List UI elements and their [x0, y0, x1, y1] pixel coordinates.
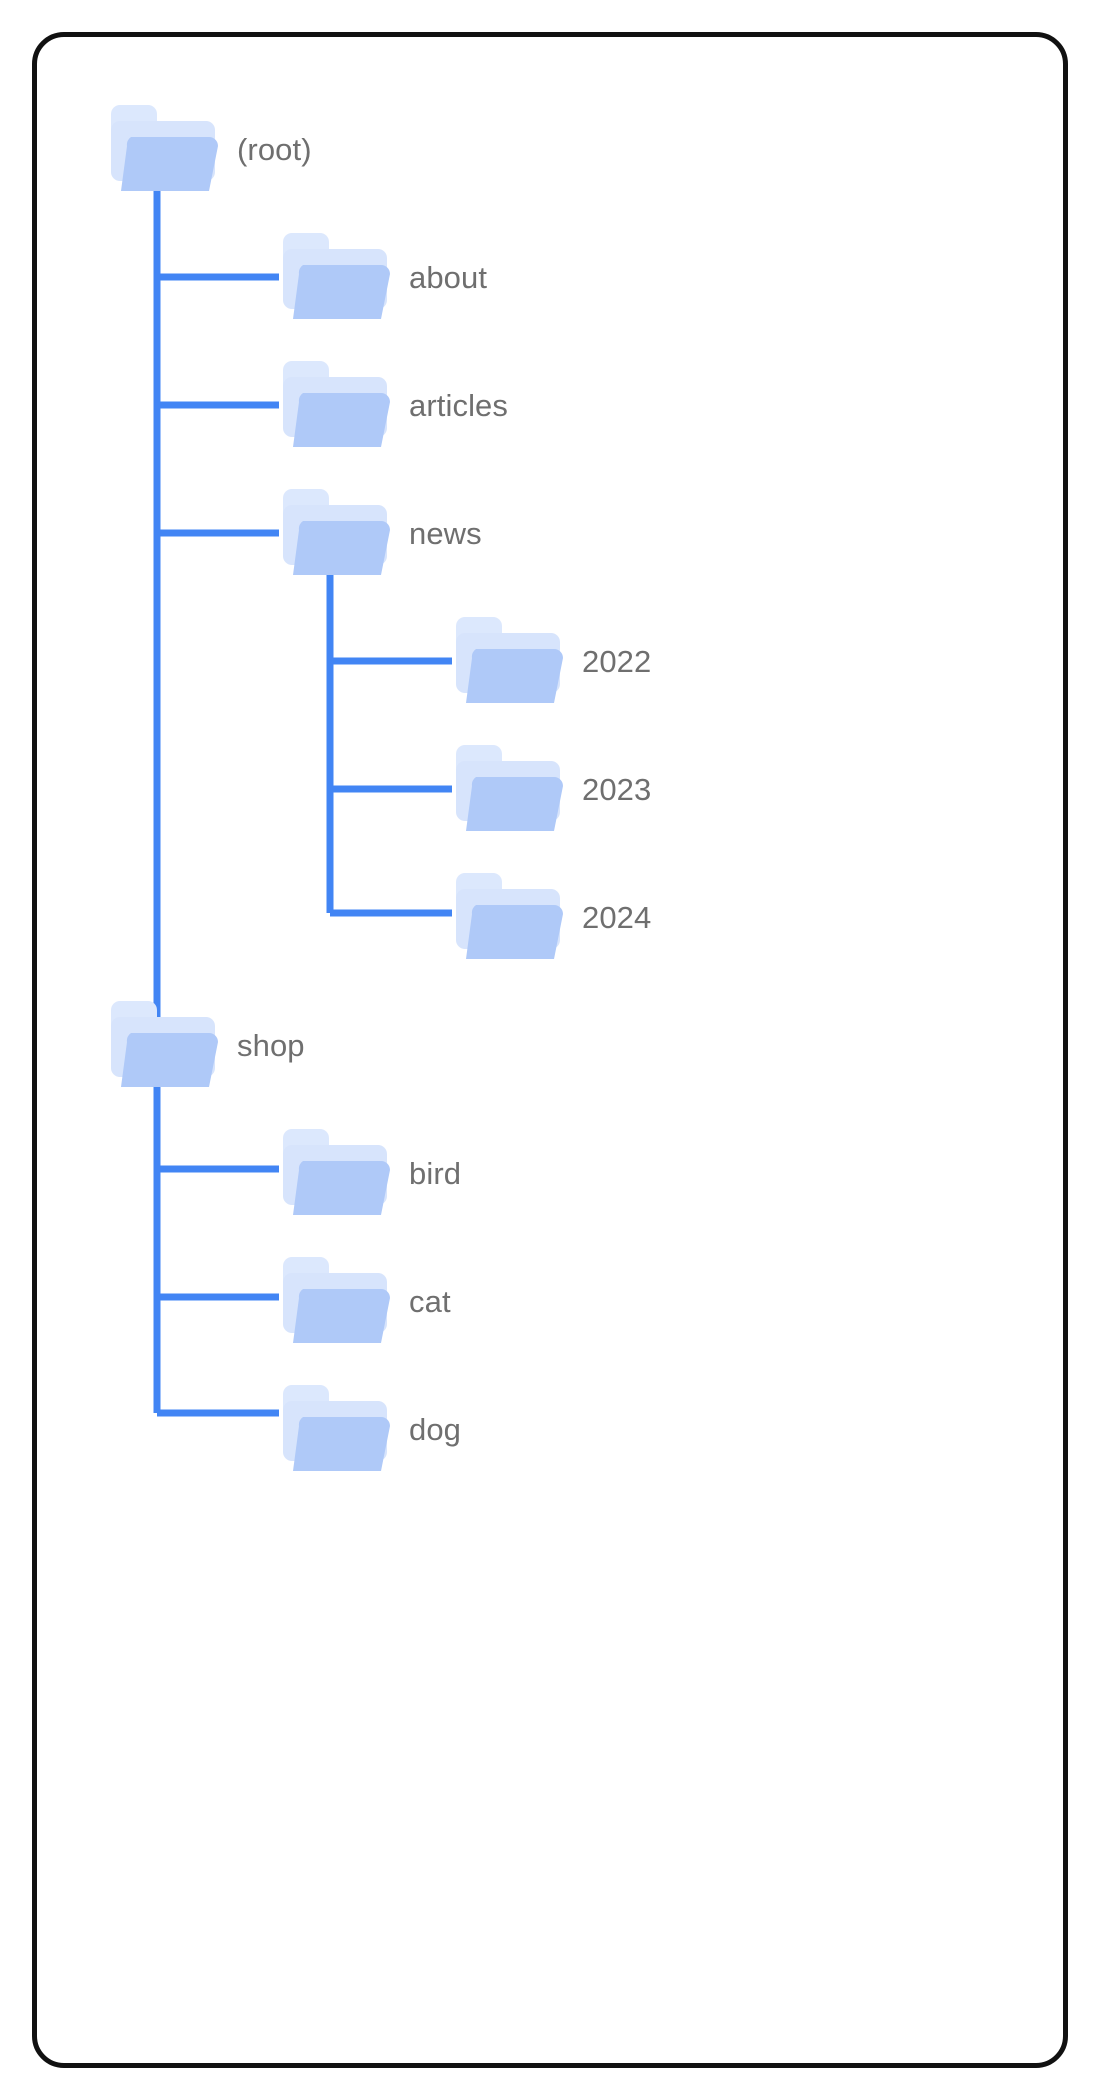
tree-node-shop[interactable]: shop [103, 999, 305, 1091]
folder-icon-shape [283, 361, 390, 447]
folder-icon [448, 743, 566, 835]
folder-icon [275, 231, 393, 323]
folder-icon [448, 615, 566, 707]
tree-node-about[interactable]: about [275, 231, 487, 323]
folder-icon-shape [283, 1257, 390, 1343]
tree-node-label: news [409, 515, 482, 551]
folder-icon-shape [283, 233, 390, 319]
folder-icon-shape [456, 745, 563, 831]
tree-node-dog[interactable]: dog [275, 1383, 461, 1475]
tree-node-bird[interactable]: bird [275, 1127, 461, 1219]
tree-node-label: dog [409, 1411, 462, 1447]
folder-icon-shape [283, 1129, 390, 1215]
folder-icon [275, 487, 393, 579]
tree-node-label: shop [237, 1027, 305, 1063]
tree-node-label: 2024 [582, 899, 652, 935]
folder-icon-shape [283, 1385, 390, 1471]
tree-node-label: (root) [237, 131, 312, 167]
folder-icon-shape [283, 489, 390, 575]
folder-icon-shape [456, 617, 563, 703]
tree-node-y2023[interactable]: 2023 [448, 743, 651, 835]
folder-icon [103, 999, 221, 1091]
folder-icon-shape [456, 873, 563, 959]
tree-node-y2022[interactable]: 2022 [448, 615, 651, 707]
folder-icon [275, 1255, 393, 1347]
tree-node-label: 2023 [582, 771, 652, 807]
tree-node-root[interactable]: (root) [103, 103, 312, 195]
folder-icon [275, 359, 393, 451]
folder-icon-shape [111, 105, 218, 191]
tree-node-news[interactable]: news [275, 487, 482, 579]
tree-node-cat[interactable]: cat [275, 1255, 451, 1347]
tree-node-label: about [409, 259, 488, 295]
folder-icon [275, 1127, 393, 1219]
tree-node-label: bird [409, 1155, 462, 1191]
tree-node-label: articles [409, 387, 508, 423]
tree-node-label: 2022 [582, 643, 652, 679]
folder-icon [103, 103, 221, 195]
tree-node-label: cat [409, 1283, 451, 1319]
folder-icon-shape [111, 1001, 218, 1087]
tree-node-articles[interactable]: articles [275, 359, 508, 451]
folder-icon [448, 871, 566, 963]
folder-icon [275, 1383, 393, 1475]
tree-node-y2024[interactable]: 2024 [448, 871, 651, 963]
